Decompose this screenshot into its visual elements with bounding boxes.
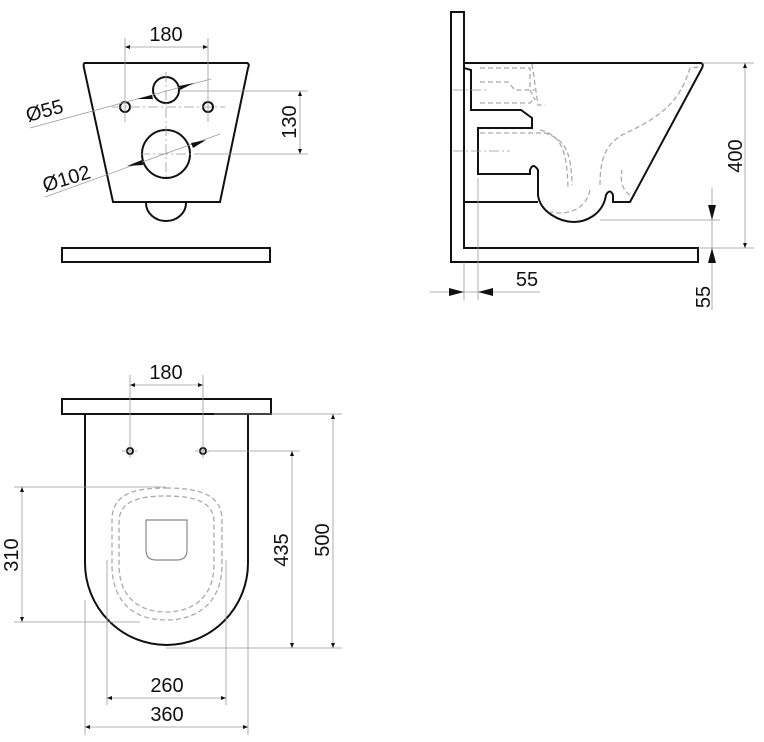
dim-label-360: 360 (150, 704, 183, 726)
seat-plate-top (61, 398, 272, 415)
dim-label-500: 500 (312, 523, 334, 556)
dim-label-435: 435 (271, 533, 293, 566)
dim-label-wall-55: 55 (516, 269, 538, 291)
seat-opening-hidden (111, 487, 223, 621)
dim-label-310: 310 (1, 538, 23, 571)
dim-label-180: 180 (149, 24, 182, 46)
dim-label-400: 400 (725, 139, 747, 172)
dim-label-top-180: 180 (149, 362, 182, 384)
dim-label-floor-55: 55 (693, 286, 715, 308)
dim-label-d102: Ø102 (40, 161, 93, 196)
dim-label-d55: Ø55 (24, 96, 66, 127)
top-view: 180 310 435 500 260 360 (1, 362, 342, 735)
bowl-bottom-arc (145, 202, 187, 222)
dim-label-130: 130 (279, 105, 301, 138)
seat-plate (61, 247, 271, 263)
side-view: 400 55 55 (430, 11, 754, 310)
drain-opening (145, 519, 188, 561)
hidden-inner-outline (480, 63, 701, 214)
front-view: 180 130 Ø55 Ø102 (24, 24, 308, 263)
wall-and-floor (450, 11, 699, 263)
dim-label-260: 260 (150, 675, 183, 697)
bowl-back-outline (82, 62, 250, 203)
bowl-top-outline (84, 414, 249, 646)
bowl-side-outline (463, 62, 704, 224)
